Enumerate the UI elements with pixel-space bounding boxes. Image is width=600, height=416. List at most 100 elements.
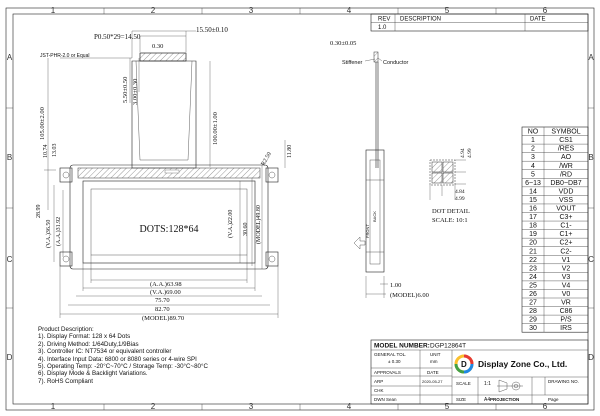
title-block: MODEL NUMBER: DGP12864T GENERAL TOL. ± 0… <box>370 339 589 405</box>
pin-symbol: V4 <box>562 282 571 289</box>
pin-number: 3 <box>531 154 535 161</box>
dot-detail: 4.94 4.99 4.84 4.99 DOT DETAIL SCALE: 10… <box>429 148 473 224</box>
tail-length-dim: 100.00±1.00 <box>212 112 219 145</box>
product-description: Product Description: 1). Display Format:… <box>38 326 338 385</box>
pin-symbol: VSS <box>559 197 573 204</box>
rev-value: 1.0 <box>378 25 387 31</box>
model-width-dim: (MODEL)89.70 <box>142 315 184 322</box>
pin-symbol: V3 <box>562 274 571 281</box>
dot-dim-2: 4.99 <box>467 148 473 158</box>
pin-symbol: C2- <box>560 248 572 255</box>
pin-symbol: VOUT <box>556 206 576 213</box>
pin-number: 28 <box>529 308 537 315</box>
svg-text:D: D <box>461 360 467 369</box>
pin-symbol-header: SYMBOL <box>551 129 580 136</box>
dot-detail-title: DOT DETAIL <box>432 208 470 215</box>
pin-number: 22 <box>529 257 537 264</box>
side-dim-1: 1.00 <box>390 282 401 289</box>
description-item: 7). RoHS Compliant <box>38 377 94 385</box>
pin-symbol: VR <box>561 300 571 307</box>
description-item: 1). Display Format: 128 x 64 Dots <box>38 333 131 341</box>
col-label: 1 <box>51 6 56 15</box>
model-number-label: MODEL NUMBER: <box>374 343 430 350</box>
description-title: Product Description: <box>38 326 94 333</box>
pin-number: 1 <box>531 137 535 144</box>
scale-value: 1:1 <box>484 381 491 387</box>
width-dim-4: 82.70 <box>155 306 170 313</box>
grid-row-labels: A B C D A B C D <box>7 53 595 362</box>
conductor-label: Conductor <box>383 60 409 66</box>
description-item: 3). Controller IC: NT7534 or equivalent … <box>38 348 172 356</box>
back-label: BACK <box>372 211 377 222</box>
unit-label: UNIT <box>430 352 441 357</box>
chk-label: CHK <box>374 388 384 393</box>
page-label: Page <box>548 397 559 402</box>
aa-width-dim: (A.A.)63.98 <box>150 281 182 288</box>
pin-symbol: V1 <box>562 257 571 264</box>
company-logo: D <box>454 354 474 374</box>
pin-number: 24 <box>529 274 537 281</box>
row-label: C <box>7 255 13 264</box>
date-label: DATE <box>427 370 439 375</box>
front-label: FRONT <box>365 224 370 238</box>
pin-number: 5 <box>531 171 535 178</box>
col-label: 6 <box>543 402 548 411</box>
right-dim-1: 11.80 <box>287 145 293 158</box>
pin-symbol: IRS <box>560 325 572 332</box>
stiffener-label: Stiffener <box>342 60 363 66</box>
pin-symbol: V0 <box>562 291 571 298</box>
col-label: 4 <box>347 402 352 411</box>
pin-symbol: C3+ <box>559 214 572 221</box>
pin-symbol: /RD <box>560 171 572 178</box>
pin-number: 21 <box>529 248 537 255</box>
pin-number: 25 <box>529 282 537 289</box>
col-label: 5 <box>445 6 450 15</box>
pin-number: 15 <box>529 197 537 204</box>
pin-number: 16 <box>529 206 537 213</box>
pin-symbol: DB0~DB7 <box>550 180 581 187</box>
dot-dim-4: 4.99 <box>455 196 465 202</box>
dots-label: DOTS:128*64 <box>140 224 199 235</box>
projection-symbol <box>497 379 523 393</box>
model-number-value: DGP12864T <box>430 343 466 350</box>
description-item: 6). Display Mode & Backlight Variations. <box>38 370 148 378</box>
va-width-dim: (V.A.)22.00 <box>227 210 234 238</box>
pin-number: 30 <box>529 325 537 332</box>
rev-header: REV <box>378 17 390 23</box>
date-header: DATE <box>530 17 546 23</box>
col-label: 3 <box>249 6 254 15</box>
col-label: 1 <box>51 402 56 411</box>
pin-symbol: V2 <box>562 265 571 272</box>
pin-symbol: AO <box>561 154 572 161</box>
left-dim-2: 10.74 <box>43 145 49 159</box>
pin-number: 2 <box>531 146 535 153</box>
dot-dim-3: 4.84 <box>455 189 465 195</box>
revision-block: REV DESCRIPTION DATE 1.0 <box>370 13 589 32</box>
pin-number: 4 <box>531 163 535 170</box>
company-name: Display Zone Co., Ltd. <box>478 359 567 369</box>
dwn-label: DWN <box>374 397 385 402</box>
pin-symbol: /WR <box>559 163 573 170</box>
total-height-dim: 105.00±2.00 <box>39 107 46 140</box>
approvals-label: APPROVALS <box>374 370 401 375</box>
scale-label: SCALE <box>456 381 471 386</box>
model-height-dim: (MODEL)49.80 <box>255 205 262 244</box>
pitch-dim: P0.50*29=14.50 <box>94 33 141 41</box>
pin-number: 14 <box>529 188 537 195</box>
row-label: C <box>588 255 594 264</box>
pin-number: 20 <box>529 240 537 247</box>
description-item: 2). Driving Method: 1/64Duty,1/9Bias <box>38 340 139 348</box>
row-label: D <box>588 353 594 362</box>
row-label: A <box>588 53 594 62</box>
description-item: 4). Interface Input Data: 6800 or 8080 s… <box>38 355 197 363</box>
right-dim-3: 30.60 <box>243 223 249 237</box>
pin-symbol: C2+ <box>559 240 572 247</box>
pin-number: 19 <box>529 231 537 238</box>
size-label: SIZE <box>456 397 466 402</box>
va-width-dim-2: (V.A.)69.00 <box>150 289 181 296</box>
pin-no-header: NO <box>528 129 539 136</box>
pin-number: 17 <box>529 214 537 221</box>
grid-column-labels: 1 2 3 4 5 6 1 2 3 4 5 6 <box>51 6 548 411</box>
